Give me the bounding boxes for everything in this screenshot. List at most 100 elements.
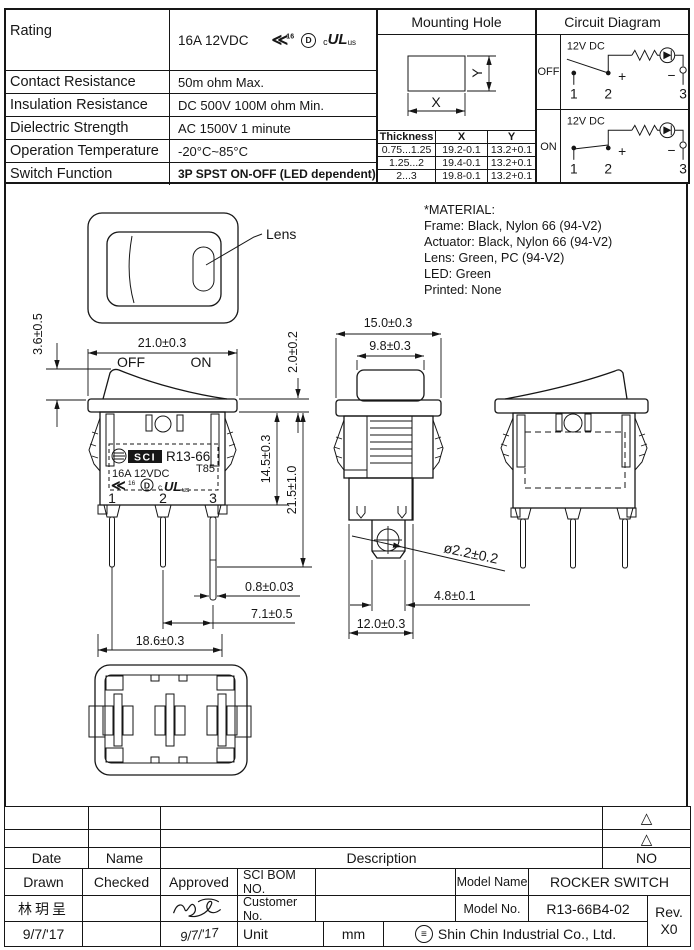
- spec-value: DC 500V 100M ohm Min.: [178, 97, 324, 113]
- header-description: Description: [160, 847, 603, 869]
- approved-signature-cell: [160, 895, 238, 922]
- main-drawing: Lens *MATERIAL: Frame: Black, Nylon 66 (…: [31, 203, 649, 776]
- company-cell: ≡ Shin Chin Industrial Co., Ltd.: [383, 921, 648, 947]
- cell: 2...3: [378, 170, 436, 182]
- cell: 19.4-0.1: [436, 157, 488, 169]
- col-header: Y: [507, 131, 516, 143]
- circuit-on-diagram: 12V DC 1 2 + − 3: [567, 115, 687, 177]
- front-terminal-3: 3: [209, 490, 217, 506]
- rev-description-cell: [160, 829, 603, 848]
- resistor-symbol: [631, 124, 661, 137]
- terminal-3: 3: [679, 87, 687, 102]
- plus-sign: +: [618, 69, 626, 84]
- dim-total-height: 21.5±1.0: [285, 466, 299, 515]
- cell: 13.2+0.1: [490, 157, 533, 169]
- mounting-y-label: Y: [469, 68, 485, 78]
- customer-no-value: [315, 895, 456, 922]
- approved-label: Approved: [160, 868, 238, 896]
- t85-marking: T85: [196, 463, 215, 475]
- rev-name-cell: [88, 806, 161, 830]
- rev-date-cell: [4, 829, 89, 848]
- spec-label: Switch Function: [6, 163, 170, 185]
- bottom-terminal-1: [102, 693, 134, 747]
- header-name: Name: [88, 847, 161, 869]
- spec-value: 50m ohm Max.: [178, 74, 264, 90]
- pin-2: [570, 518, 576, 569]
- cell: 13.2+0.1: [490, 144, 533, 156]
- rear-view: [494, 369, 649, 569]
- pin-1: [109, 516, 115, 568]
- front-on-label: ON: [191, 354, 212, 370]
- drawn-date: 9/7/'17: [4, 921, 83, 947]
- table-row: Switch Function 3P SPST ON-OFF (LED depe…: [6, 162, 376, 185]
- material-line: Printed: None: [424, 283, 502, 297]
- brand-text: SCI: [134, 452, 156, 464]
- dim-actuator-width: 9.8±0.3: [369, 339, 411, 353]
- company-name: Shin Chin Industrial Co., Ltd.: [437, 926, 617, 942]
- table-row: Contact Resistance 50m ohm Max.: [6, 70, 376, 93]
- lens-shape: [192, 246, 215, 292]
- rating-marking: 16A 12VDC: [112, 468, 170, 480]
- mounting-x-label: X: [431, 94, 441, 110]
- model-no-label: Model No.: [455, 895, 529, 922]
- spec-label: Insulation Resistance: [6, 94, 170, 116]
- marking-label-box: [108, 443, 219, 491]
- material-line: LED: Green: [424, 267, 491, 281]
- ul-mark: UL: [164, 479, 181, 494]
- dim-rocker-height: 3.6±0.5: [31, 313, 45, 355]
- sci-bom-label: SCI BOM NO.: [237, 868, 316, 896]
- pin-3: [622, 518, 628, 569]
- led-symbol: [659, 47, 676, 64]
- cell: 19.2-0.1: [436, 144, 488, 156]
- body-marking: SCI R13-66 16A 12VDC T85 ≪ 16 D c UL us: [111, 448, 215, 494]
- ul-prefix: c: [158, 483, 162, 492]
- mounting-hole-diagram: Y X: [407, 55, 496, 116]
- mounting-hole-table: Thickness X Y 0.75...1.25 19.2-0.1 13.2+…: [378, 130, 535, 182]
- side-view: 15.0±0.3 9.8±0.3 ø2.2±0.2 4.8±0.1 12.0±0…: [333, 316, 530, 639]
- checked-name: [82, 895, 161, 922]
- spec-value: 16A 12VDC: [178, 32, 249, 48]
- spec-label: Operation Temperature: [6, 140, 170, 162]
- cell: 19.8-0.1: [436, 170, 488, 182]
- plus-sign: +: [618, 144, 626, 159]
- model-no-value: R13-66B4-02: [528, 895, 648, 922]
- spec-label: Rating: [6, 10, 170, 70]
- cell: 13.2+0.1: [490, 170, 533, 182]
- circuit-off-row: OFF 12V DC 1 2 + − 3: [537, 35, 688, 109]
- voltage-label: 12V DC: [567, 115, 605, 127]
- spec-value: AC 1500V 1 minute: [178, 120, 291, 136]
- rev-no-triangle: △: [602, 829, 691, 848]
- table-row: 2...3 19.8-0.1 13.2+0.1: [378, 169, 535, 182]
- terminal-2: 2: [604, 162, 612, 177]
- drawn-name: 林玥呈: [4, 895, 83, 922]
- model-marking: R13-66: [166, 449, 210, 464]
- top-view: Lens: [87, 212, 296, 324]
- rev-date-cell: [4, 806, 89, 830]
- minus-sign: −: [667, 68, 675, 83]
- drawn-label: Drawn: [4, 868, 83, 896]
- dim-side-width: 15.0±0.3: [364, 316, 413, 330]
- material-notes: *MATERIAL: Frame: Black, Nylon 66 (94-V2…: [424, 203, 612, 297]
- rocker-profile: [102, 368, 228, 400]
- dim-hole-dia: ø2.2±0.2: [442, 540, 499, 567]
- table-row: Dielectric Strength AC 1500V 1 minute: [6, 116, 376, 139]
- terminal-3: 3: [679, 162, 687, 177]
- lens-label: Lens: [266, 226, 296, 242]
- circuit-diagram-panel: Circuit Diagram OFF 12V DC 1 2 + − 3: [535, 8, 690, 184]
- checked-label: Checked: [82, 868, 161, 896]
- material-line: Actuator: Black, Nylon 66 (94-V2): [424, 235, 612, 249]
- model-name-label: Model Name: [455, 868, 529, 896]
- circuit-on-row: ON 12V DC 1 2 + − 3: [537, 109, 688, 184]
- dim-flange-thickness: 2.0±0.2: [286, 331, 300, 373]
- minus-sign: −: [667, 143, 675, 158]
- front-terminal-1: 1: [108, 490, 116, 506]
- vde-mark: ≪16: [271, 32, 295, 49]
- circuit-on-label: ON: [537, 110, 561, 184]
- bottom-terminal-2: [154, 693, 186, 747]
- cell: 0.75...1.25: [378, 144, 436, 156]
- vde-mark: ≪: [111, 477, 125, 493]
- customer-no-label: Customer No.: [237, 895, 316, 923]
- approved-date: 9/7/'17: [178, 924, 220, 944]
- pin-2: [160, 516, 166, 568]
